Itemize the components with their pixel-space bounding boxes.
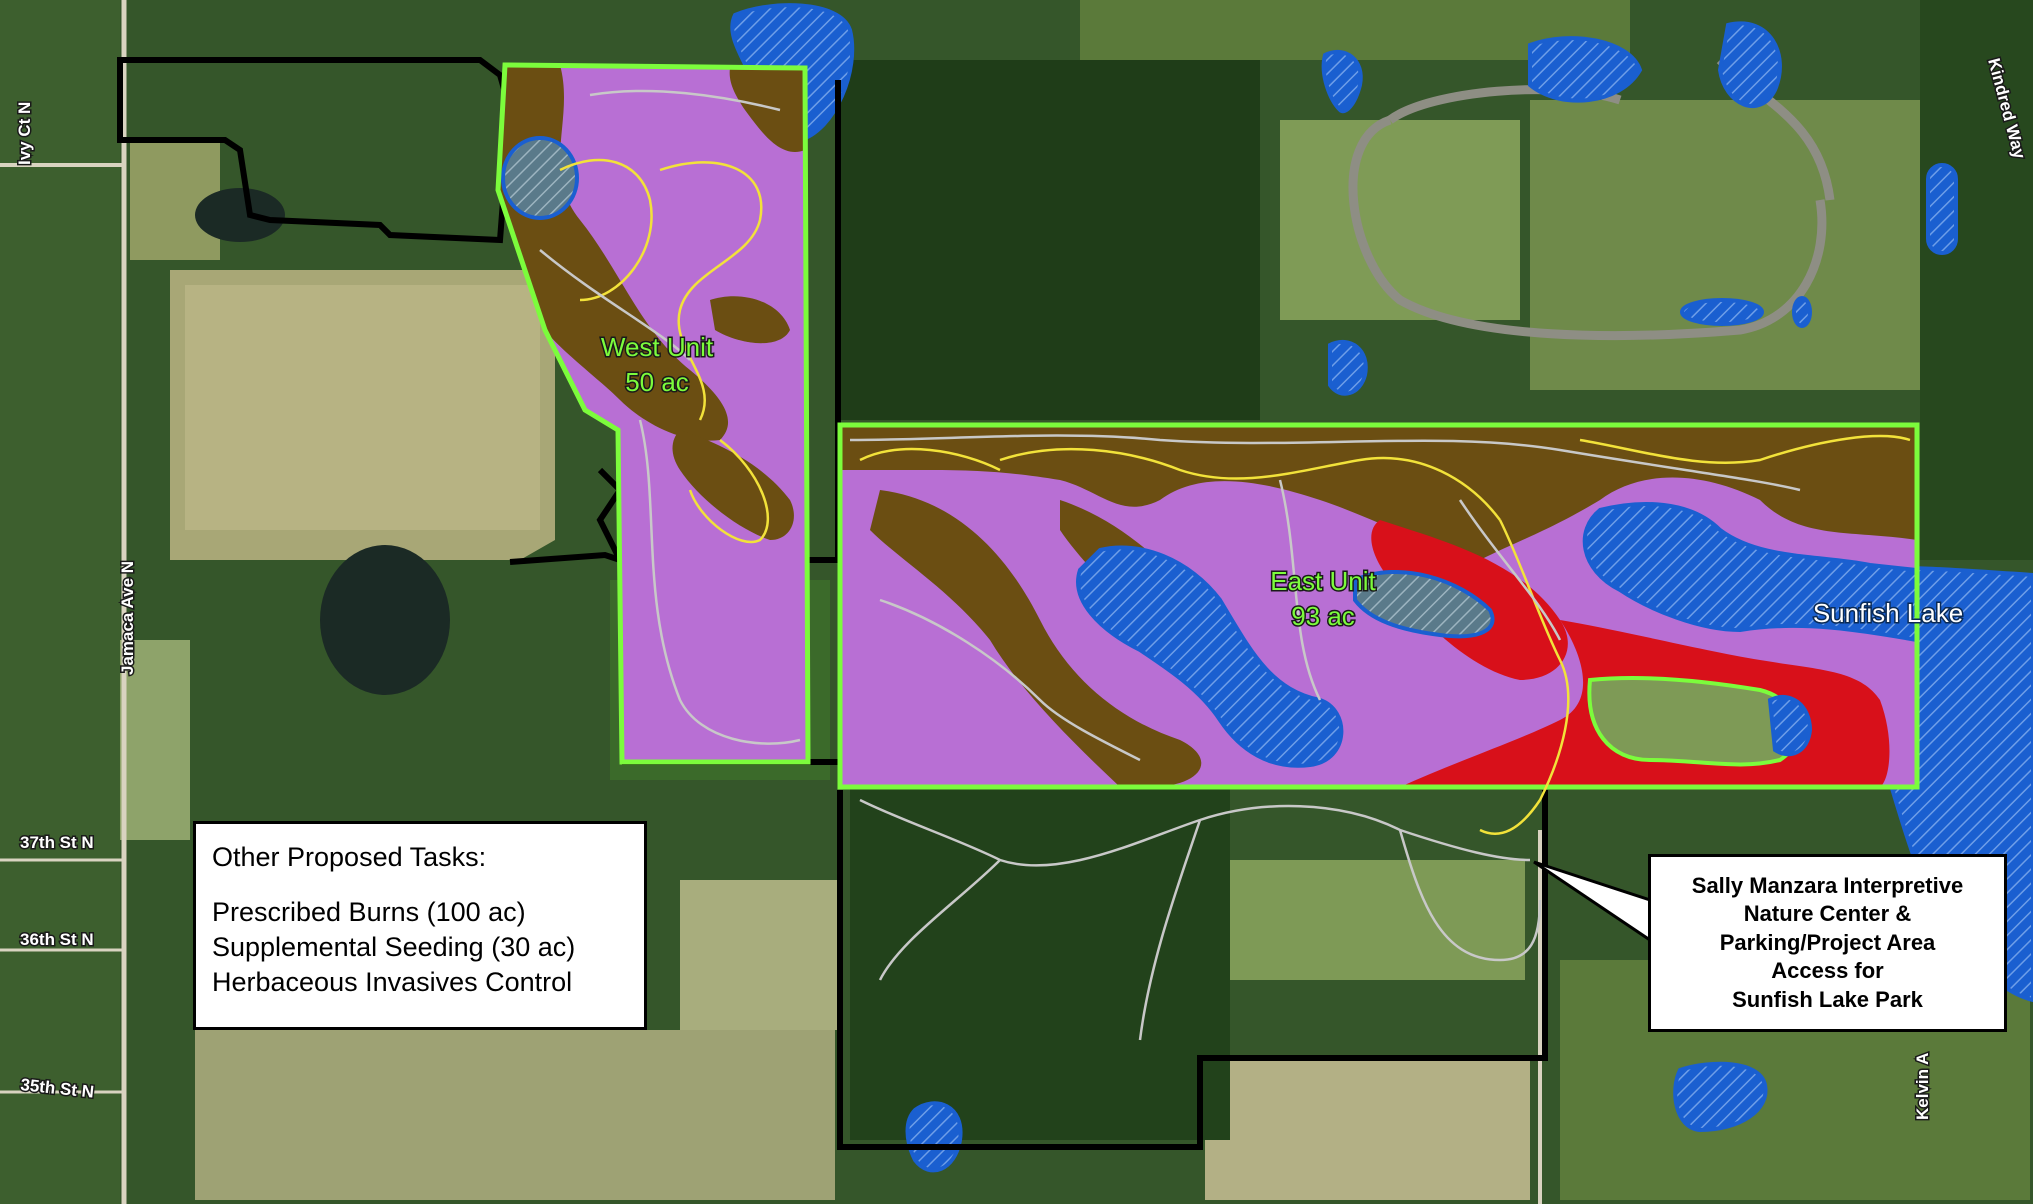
callout-line: Parking/Project Area (1719, 929, 1936, 955)
other-tasks-title: Other Proposed Tasks: (212, 842, 487, 872)
east-unit-pond-center (1353, 570, 1495, 639)
west-unit-brush (729, 68, 805, 152)
east-unit-field (1587, 676, 1800, 767)
field-area (1215, 860, 1525, 980)
field-area (680, 880, 840, 1030)
east-unit-outline (837, 422, 1920, 790)
west-unit-area: 50 ac (625, 367, 689, 397)
field-area (120, 640, 190, 840)
trail (539, 89, 801, 745)
trail (859, 798, 1542, 1041)
task-item: Prescribed Burns (100 ac) (212, 897, 526, 927)
yellow-line (1479, 519, 1570, 835)
east-unit-pond-east (1582, 502, 1919, 643)
water-body (1717, 21, 1782, 109)
forest-area (850, 780, 1230, 1140)
east-unit-area: 93 ac (1291, 601, 1355, 631)
task-item: Herbaceous Invasives Control (212, 967, 573, 998)
west-unit-brush (672, 430, 794, 540)
road-label-ivy: Ivy Ct N (15, 102, 34, 165)
east-unit-name: East Unit (1270, 566, 1376, 596)
water-body (1328, 339, 1368, 396)
water-body (905, 1101, 963, 1173)
field-area (0, 0, 120, 1204)
road-label-36th: 36th St N (20, 930, 94, 949)
west-unit-brush (710, 296, 790, 344)
water-body (1680, 298, 1764, 326)
sunfish-lake-label: Sunfish Lake (1813, 598, 1963, 628)
subdivision-road (1348, 115, 1827, 341)
nature-center-callout: Sally Manzara Interpretive Nature Center… (1648, 854, 2007, 1032)
east-unit-pond-small (1767, 694, 1813, 757)
water-body (1792, 296, 1812, 328)
pond (195, 188, 285, 242)
road-label-jamaca: Jamaca Ave N (118, 561, 137, 675)
east-unit-brush (870, 490, 1202, 787)
east-unit-pond-west (1076, 545, 1344, 768)
project-boundary (117, 57, 514, 244)
west-unit-pond (501, 136, 579, 220)
pond (320, 545, 450, 695)
forest-area (840, 60, 1260, 420)
road-label-37th: 37th St N (20, 833, 94, 852)
field-area (195, 1030, 835, 1200)
yellow-line (688, 439, 770, 544)
forest-area (1920, 0, 2033, 560)
field-area (1280, 120, 1520, 320)
west-unit-outline (495, 62, 811, 765)
water-body (1673, 1061, 1768, 1133)
callout-line: Nature Center & (1743, 901, 1912, 927)
water-body (1321, 49, 1363, 114)
field-area (185, 285, 540, 530)
yellow-line (559, 158, 653, 302)
water-body (1926, 163, 1958, 255)
field-area (1530, 100, 1930, 390)
callout-line: Sally Manzara Interpretive (1691, 872, 1964, 898)
task-item: Supplemental Seeding (30 ac) (212, 932, 576, 963)
project-boundary (837, 790, 1548, 1150)
trail (849, 434, 1801, 762)
callout-line: Access for (1771, 958, 1884, 984)
road-label-kelvin: Kelvin A (1913, 1053, 1932, 1120)
yellow-line (659, 161, 763, 421)
east-unit-brush (840, 425, 1917, 560)
field-area (1205, 1060, 1530, 1200)
yellow-line (859, 434, 1911, 521)
west-unit-name: West Unit (601, 332, 714, 362)
other-tasks-panel: Other Proposed Tasks: Prescribed Burns (… (193, 821, 647, 1030)
callout-line: Sunfish Lake Park (1732, 986, 1923, 1012)
water-body (1528, 36, 1643, 103)
